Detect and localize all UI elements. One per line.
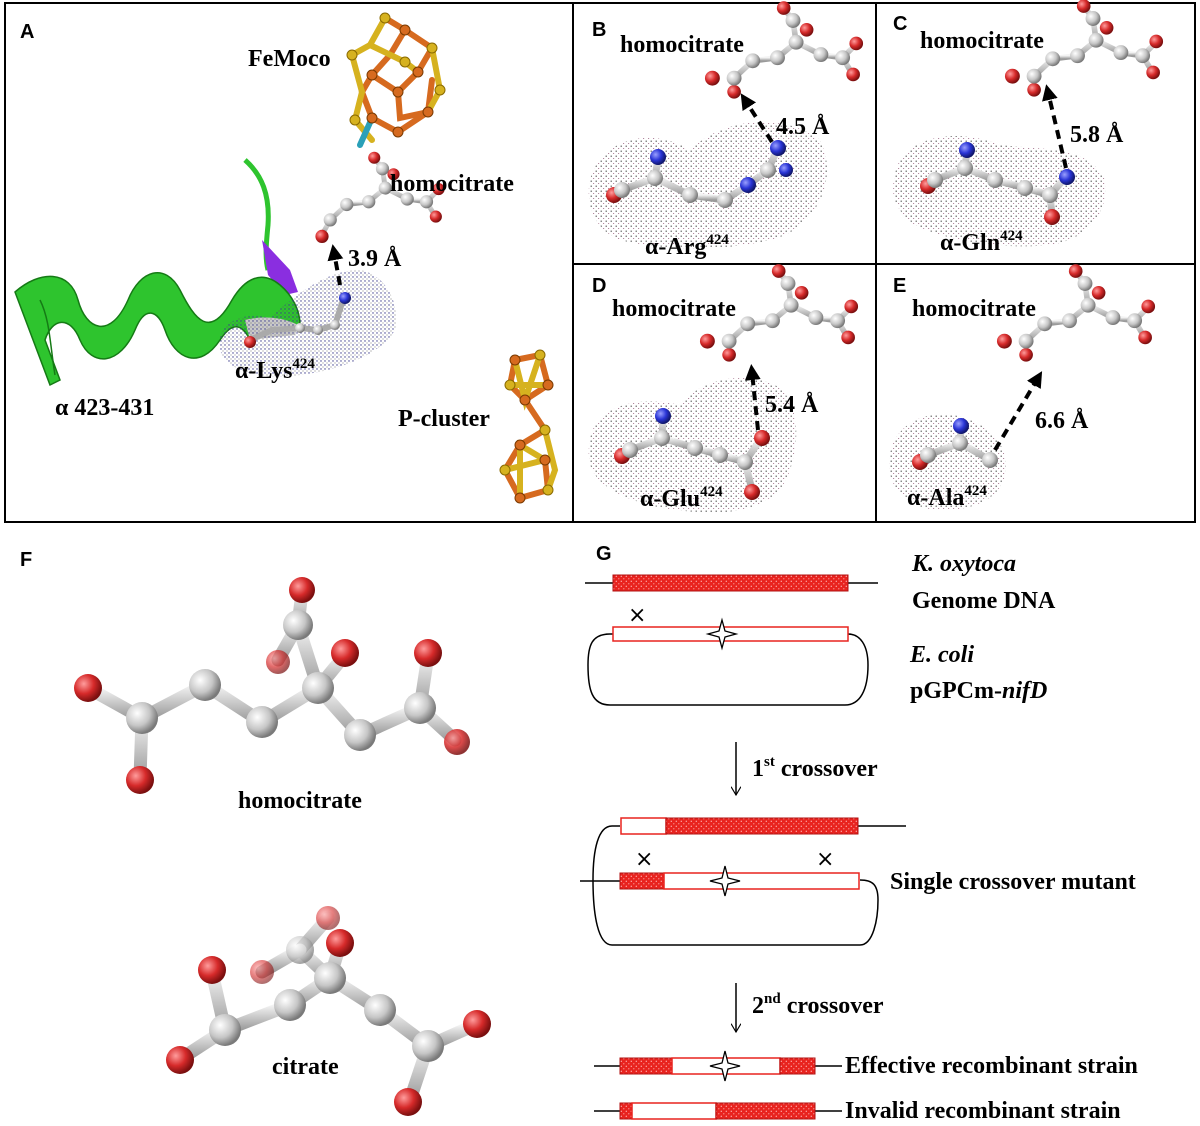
genome-dna <box>585 574 878 592</box>
panel-d-label: D <box>592 275 606 297</box>
ala-sidechain <box>912 418 998 470</box>
cross-mark-3: × <box>816 847 834 872</box>
cross-mark-1: × <box>628 603 646 628</box>
homocitrate-molecule-c <box>1004 0 1164 97</box>
glu-label: α-Glu424 <box>640 484 723 512</box>
lys-surface <box>219 270 396 377</box>
p-cluster <box>499 349 559 504</box>
arg-sidechain <box>606 140 793 208</box>
panel-d: D homocitrate <box>588 264 859 513</box>
citrate-molecule <box>166 906 491 1116</box>
distance-label-e: 6.6 Å <box>1035 408 1089 434</box>
homocitrate-label-a: homocitrate <box>390 171 514 197</box>
invalid-strain <box>594 1102 842 1120</box>
mutation-star-icon-2 <box>709 865 741 897</box>
effective-strain <box>594 1050 842 1082</box>
arg-label: α-Arg424 <box>645 232 729 260</box>
panel-a-label: A <box>20 21 34 43</box>
distance-label-b: 4.5 Å <box>776 114 830 140</box>
homocitrate-label-f: homocitrate <box>238 788 362 814</box>
homocitrate-molecule-b <box>704 1 864 99</box>
panel-g-label: G <box>596 543 612 565</box>
homocitrate-molecule-e <box>996 264 1156 362</box>
panel-e-label: E <box>893 275 906 297</box>
gln-label: α-Gln424 <box>940 228 1023 256</box>
distance-label-c: 5.8 Å <box>1070 122 1124 148</box>
gln-sidechain <box>920 142 1075 225</box>
panel-g: G K. oxytoca Genome DNA × E. coli pGPCm-… <box>580 543 1138 1124</box>
panel-b: B homocitrate <box>588 1 864 260</box>
genome-label: Genome DNA <box>912 588 1056 614</box>
pcluster-label: P-cluster <box>398 406 490 432</box>
homocitrate-molecule-f <box>74 577 470 794</box>
lys-label: α-Lys424 <box>235 356 315 384</box>
panel-c: C homocitrate <box>893 0 1164 256</box>
lys-sidechain <box>244 292 351 348</box>
homocitrate-label-b: homocitrate <box>620 32 744 58</box>
panel-f: F <box>20 549 491 1116</box>
single-mutant-label: Single crossover mutant <box>890 869 1136 895</box>
panel-c-label: C <box>893 13 907 35</box>
homocitrate-molecule-a <box>315 151 445 243</box>
panel-e: E homocitrate <box>889 264 1156 511</box>
arg-surface <box>588 121 827 249</box>
cross-mark-2: × <box>635 847 653 872</box>
mutation-star-icon <box>705 617 739 651</box>
organism-2-label: E. coli <box>909 642 974 668</box>
step-1-label: 1st crossover <box>752 754 878 782</box>
distance-label-d: 5.4 Å <box>765 392 819 418</box>
effective-label: Effective recombinant strain <box>845 1053 1138 1079</box>
panel-b-label: B <box>592 19 606 41</box>
organism-1-label: K. oxytoca <box>911 551 1016 577</box>
step-2-label: 2nd crossover <box>752 991 884 1019</box>
femoco-cluster <box>346 12 446 148</box>
plasmid <box>587 617 869 706</box>
homocitrate-label-c: homocitrate <box>920 28 1044 54</box>
ala-label: α-Ala424 <box>907 483 987 511</box>
citrate-label: citrate <box>272 1054 339 1080</box>
glu-sidechain <box>614 408 770 500</box>
homocitrate-molecule-d <box>699 264 859 362</box>
panel-frames <box>4 2 1196 523</box>
ala-surface <box>889 414 1006 511</box>
homocitrate-label-d: homocitrate <box>612 296 736 322</box>
single-crossover-construct <box>580 817 906 946</box>
distance-label-a: 3.9 Å <box>348 246 402 272</box>
homocitrate-label-e: homocitrate <box>912 296 1036 322</box>
helix-label: α 423-431 <box>55 395 154 421</box>
plasmid-label: pGPCm-nifD <box>910 678 1047 704</box>
mutation-star-icon-3 <box>709 1050 741 1082</box>
panel-f-label: F <box>20 549 32 571</box>
panel-a: A FeMoco <box>14 12 559 504</box>
femoco-label: FeMoco <box>248 46 331 72</box>
invalid-label: Invalid recombinant strain <box>845 1098 1121 1124</box>
